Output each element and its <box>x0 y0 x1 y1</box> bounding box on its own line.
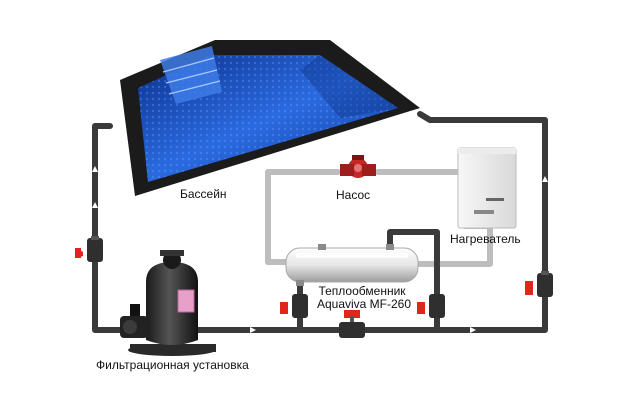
filter-label: Фильтрационная установка <box>96 358 249 372</box>
pool-label: Бассейн <box>180 187 227 201</box>
valve-bypass <box>339 310 365 338</box>
pool <box>120 40 420 196</box>
pump-label: Насос <box>336 188 371 202</box>
valve-right <box>525 271 553 297</box>
valve-exchanger-outlet <box>417 294 445 318</box>
filtration-unit <box>120 250 216 356</box>
valve-exchanger-inlet <box>280 294 308 318</box>
heater-boiler <box>457 147 517 229</box>
valves <box>75 236 553 338</box>
heat-exchanger-label-line2: Aquaviva MF-260 <box>316 297 412 311</box>
main-circulation-pipes <box>92 111 548 333</box>
heat-exchanger-label-line1: Теплообменник <box>318 284 406 298</box>
valve-left <box>75 236 103 262</box>
heat-exchanger <box>285 244 419 286</box>
circulation-pump <box>340 155 376 178</box>
heater-label: Нагреватель <box>450 232 521 246</box>
